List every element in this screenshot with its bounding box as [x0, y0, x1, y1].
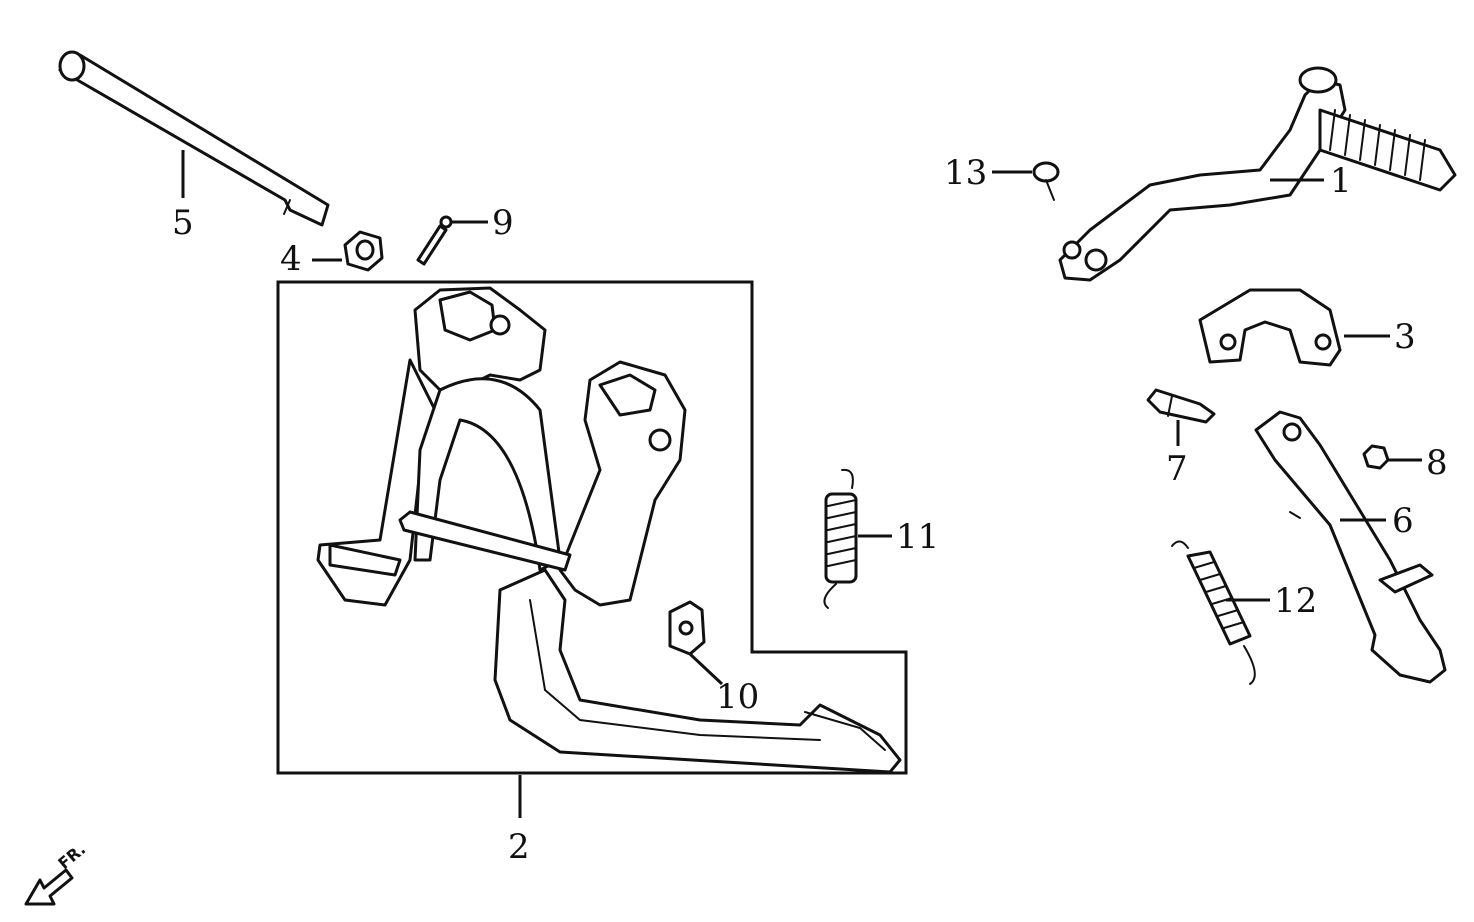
part-12-spring	[1171, 540, 1270, 685]
callout-13: 13	[944, 153, 987, 193]
part-5-shaft	[58, 50, 330, 227]
part-13-bolt	[992, 161, 1060, 201]
part-1-kick-lever	[1058, 66, 1457, 282]
front-direction-arrow-icon	[24, 868, 74, 906]
part-10-clip	[668, 600, 724, 686]
part-3-plate	[1198, 288, 1390, 367]
part-6-side-stand	[1254, 410, 1447, 684]
callout-12: 12	[1274, 581, 1317, 621]
callout-10: 10	[716, 677, 759, 717]
part-2-main-stand	[276, 280, 908, 818]
callout-11: 11	[896, 517, 939, 557]
part-9-pin	[416, 215, 488, 266]
callout-3: 3	[1394, 317, 1416, 357]
front-indicator-label: FR.	[54, 839, 89, 873]
callout-4: 4	[280, 239, 302, 279]
callout-1: 1	[1330, 161, 1352, 201]
part-8-nut	[1362, 444, 1422, 470]
callout-2: 2	[508, 827, 530, 867]
callout-9: 9	[492, 203, 514, 243]
callout-5: 5	[172, 203, 194, 243]
part-4-nut	[312, 230, 384, 272]
callout-7: 7	[1166, 449, 1188, 489]
callout-8: 8	[1426, 443, 1448, 483]
part-7-switch	[1146, 388, 1216, 446]
callout-6: 6	[1392, 501, 1414, 541]
part-11-spring	[823, 468, 892, 609]
